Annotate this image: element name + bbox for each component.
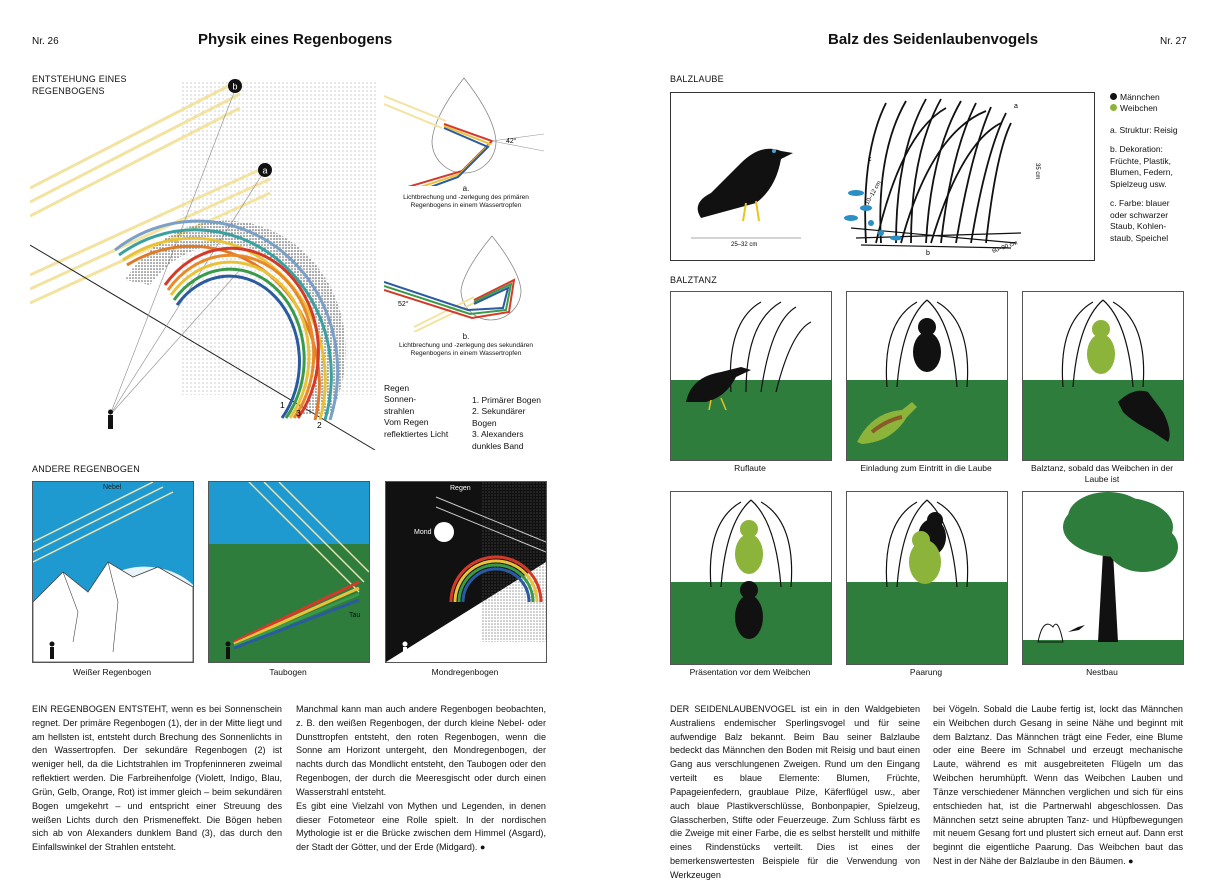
body-text-right-col2: bei Vögeln. Sobald die Laube fertig ist,…: [933, 704, 1183, 866]
legend-reflected: Vom Regen reflektiertes Licht: [384, 417, 449, 439]
letter-c: c: [868, 156, 872, 163]
legend-rain: Regen: [384, 383, 410, 393]
caption-a-letter: a.: [462, 184, 470, 193]
letter-b: b: [926, 250, 930, 257]
caption-dance: Balztanz, sobald das Weibchen in der Lau…: [1030, 463, 1174, 484]
legend-c: c. Farbe: blauer oder schwarzer Staub, K…: [1110, 198, 1170, 243]
section-heading-other: ANDERE REGENBOGEN: [32, 464, 140, 474]
arc-label-3: 3: [296, 408, 301, 418]
panel-calls: [670, 291, 832, 461]
caption-presentation: Präsentation vor dem Weibchen: [689, 667, 811, 677]
legend-sunrays: Sonnen-strahlen: [384, 394, 417, 416]
legend-female-label: Weibchen: [1120, 103, 1158, 114]
legend-dark-band: 3. Alexanders dunkles Band: [472, 429, 524, 451]
panel-invitation: [846, 291, 1008, 461]
dim-height: 35 cm: [1034, 163, 1040, 179]
panel-moon-rainbow: Regen Mond: [385, 481, 547, 663]
legend-primary: 1. Primärer Bogen: [472, 395, 541, 405]
caption-mating: Paarung: [909, 667, 943, 677]
legend-elements: Regen Sonnen-strahlen Vom Regen reflekti…: [384, 383, 464, 440]
caption-calls: Ruflaute: [734, 463, 766, 473]
male-dot-icon: [1110, 93, 1117, 100]
legend-bows: 1. Primärer Bogen 2. Sekundärer Bogen 3.…: [472, 395, 548, 452]
angle-52-label: 52°: [398, 300, 409, 308]
panel-nest: [1022, 491, 1184, 665]
page-title-right: Balz des Seidenlaubenvogels: [828, 31, 1039, 48]
body-text-right-col1: DER SEIDENLAUBENVOGEL ist ein in den Wal…: [670, 704, 920, 880]
section-heading-dance: BALZTANZ: [670, 275, 717, 285]
caption-nest: Nestbau: [1086, 667, 1118, 677]
marker-b-label: b: [232, 82, 237, 92]
label-mond: Mond: [414, 529, 432, 536]
rainbow-formation-diagram: b a 1 2 3: [30, 78, 378, 450]
droplet-primary-diagram: 42°: [384, 77, 545, 186]
section-heading-formation: ENTSTEHUNG EINES REGENBOGENS: [32, 74, 127, 96]
panel-mating: [846, 491, 1008, 665]
caption-b-letter: b.: [462, 332, 470, 341]
legend-b: b. Dekoration: Früchte, Plastik, Blumen,…: [1110, 144, 1173, 189]
letter-a: a: [1014, 103, 1018, 110]
droplet-secondary-diagram: 52°: [384, 235, 522, 332]
page-number-left: Nr. 26: [32, 36, 59, 47]
caption-dew-bow: Taubogen: [269, 667, 307, 677]
caption-moon-rainbow: Mondregenbogen: [431, 667, 499, 677]
arc-label-1: 1: [280, 400, 285, 410]
caption-white-rainbow: Weißer Regenbogen: [72, 667, 152, 677]
marker-b: [228, 79, 242, 93]
panel-white-rainbow: Nebel: [32, 481, 194, 663]
arc-label-2: 2: [317, 420, 322, 430]
legend-a: a. Struktur: Reisig: [1110, 124, 1178, 135]
bower-illustration: 25–32 cm 10–12 cm 35 cm 60–90 cm a b c: [670, 92, 1095, 261]
panel-dance: [1022, 291, 1184, 461]
marker-a: [258, 163, 272, 177]
page-number-right: Nr. 27: [1160, 36, 1187, 47]
bowerbird-male: [697, 148, 793, 218]
panel-dew-bow: Tau: [208, 481, 370, 663]
angle-42-label: 42°: [506, 137, 517, 145]
panel-presentation: [670, 491, 832, 665]
caption-invitation: Einladung zum Eintritt in die Laube: [860, 463, 992, 473]
legend-male-label: Männchen: [1120, 92, 1160, 102]
label-tau: Tau: [349, 612, 361, 619]
legend-male: Männchen: [1110, 92, 1180, 103]
caption-droplet-a: a. Lichtbrechung und -zerlegung des prim…: [386, 184, 546, 210]
caption-a-text: Lichtbrechung und -zerlegung des primäre…: [403, 194, 529, 210]
body-text-left-col1: EIN REGENBOGEN ENTSTEHT, wenn es bei Son…: [32, 704, 282, 853]
body-text-left-col2: Manchmal kann man auch andere Regenbogen…: [296, 704, 546, 853]
female-dot-icon: [1110, 104, 1117, 112]
marker-a-label: a: [262, 166, 267, 176]
dim-bird: 25–32 cm: [731, 242, 757, 248]
legend-female: Weibchen: [1110, 103, 1180, 114]
caption-droplet-b: b. Lichtbrechung und -zerlegung des seku…: [386, 332, 546, 358]
label-regen: Regen: [450, 485, 471, 492]
label-nebel: Nebel: [103, 484, 122, 491]
observer-figure: [108, 415, 113, 429]
page-title-left: Physik eines Regenbogens: [198, 31, 393, 48]
legend-secondary: 2. Sekundärer Bogen: [472, 406, 526, 428]
bower-legend: Männchen Weibchen a. Struktur: Reisig b.…: [1110, 92, 1180, 244]
section-heading-bower: BALZLAUBE: [670, 74, 724, 84]
caption-b-text: Lichtbrechung und -zerlegung des sekundä…: [398, 342, 534, 358]
